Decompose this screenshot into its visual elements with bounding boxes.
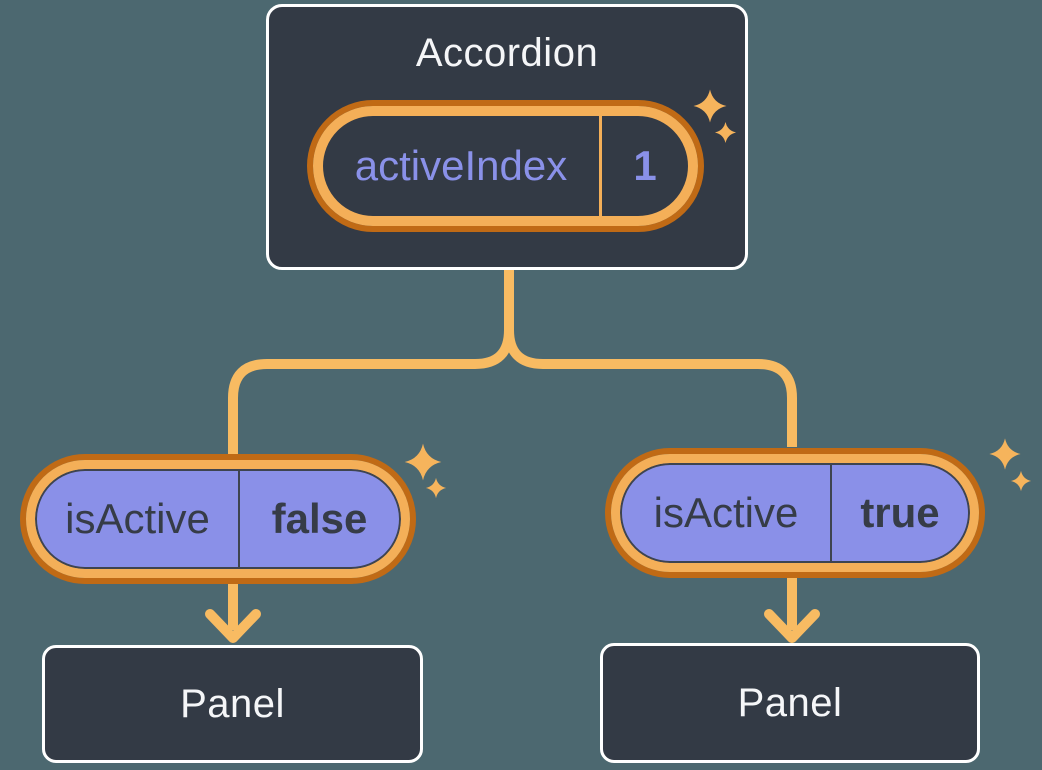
connector-branch-right [504,268,797,447]
activeindex-state-pill: activeIndex 1 [307,100,704,232]
prop-value-label-right: true [860,489,940,536]
panel-label-left: Panel [180,681,285,726]
sparkle-icon [425,477,447,499]
prop-name-label-left: isActive [65,495,210,542]
arrow-down-right-icon [764,577,820,643]
isactive-prop-pill-right-core: isActive true [620,463,970,563]
sparkle-icon [693,89,727,123]
prop-name-label-right: isActive [653,489,799,536]
panel-box-left: Panel [42,645,423,763]
sparkle-icon [404,443,442,481]
prop-pill-divider-right [830,465,832,561]
state-pill-divider [599,116,602,216]
accordion-title: Accordion [415,31,599,75]
isactive-prop-pill-left-core: isActive false [35,469,401,569]
sparkle-icon [989,438,1021,470]
sparkle-icon [714,121,737,144]
isactive-prop-pill-right: isActive true [605,448,985,578]
state-name-label: activeIndex [354,142,568,189]
prop-pill-divider-left [238,471,240,567]
panel-label-right: Panel [737,680,843,725]
activeindex-state-pill-inner: activeIndex 1 [313,106,698,226]
isactive-prop-pill-left-inner: isActive false [26,460,410,578]
panel-box-right: Panel [600,643,980,763]
connector-branch-left [228,268,514,454]
prop-value-label-left: false [271,495,368,542]
isactive-prop-pill-left: isActive false [20,454,416,584]
sparkle-icon [1010,470,1032,492]
state-value-label: 1 [633,142,657,189]
isactive-prop-pill-right-inner: isActive true [611,454,979,572]
arrow-down-left-icon [205,584,261,643]
